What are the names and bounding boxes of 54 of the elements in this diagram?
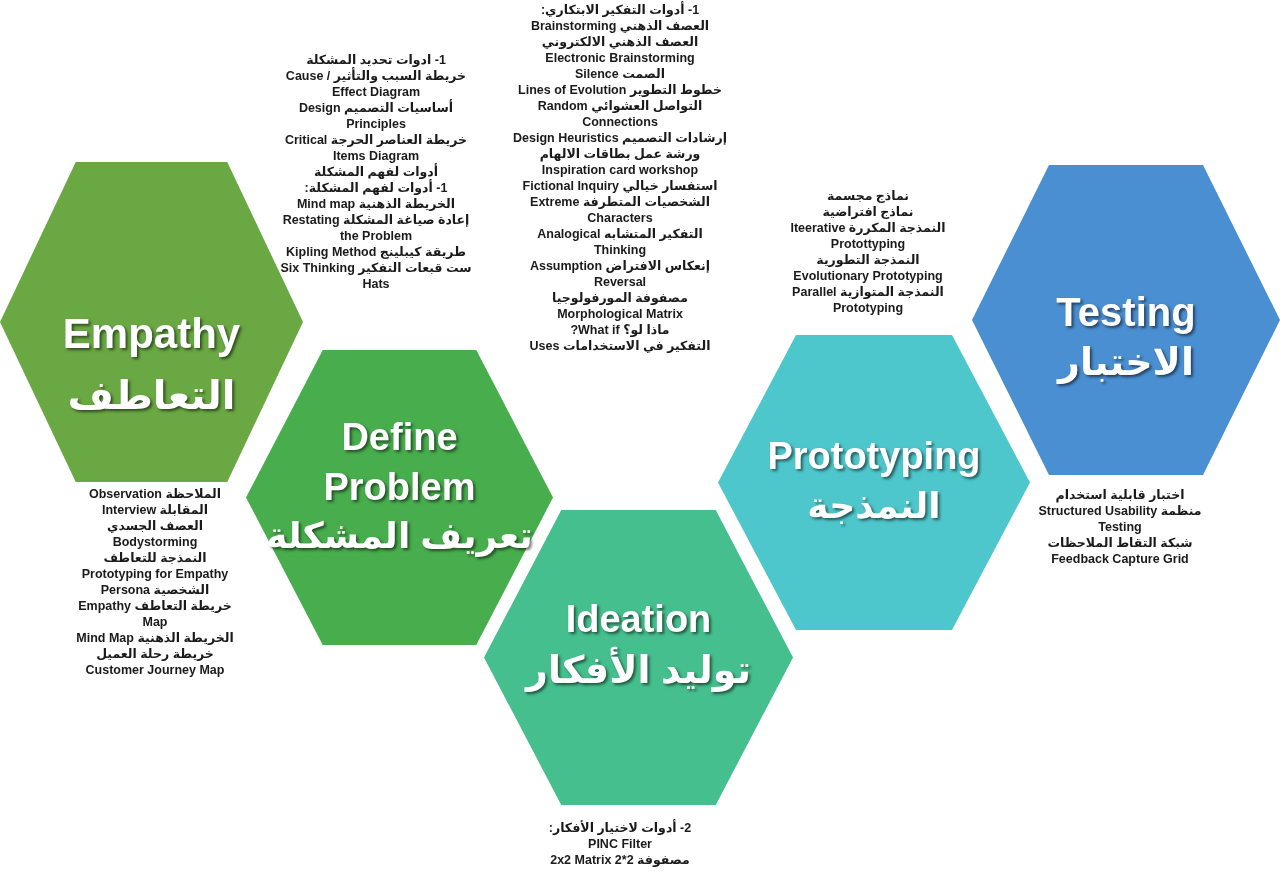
list-item: إعادة صياغة المشكلة Restating the Problem <box>281 212 471 244</box>
list-item: نماذج مجسمة <box>825 188 911 204</box>
list-item: اختبار قابلية استخدام منظمة Structured Usability Testing <box>1037 487 1203 535</box>
list-item: الخريطة الذهنية Mind map <box>295 196 457 212</box>
list-item: إرشادات التصميم Design Heuristics <box>512 130 728 146</box>
hexagon-title: Testing <box>1055 290 1197 335</box>
hexagon-title: Define Problem <box>322 415 477 510</box>
list-item: 1- أدوات لفهم المشكلة: <box>303 180 449 196</box>
hexagon-title: تعريف المشكلة <box>265 515 534 557</box>
hexagon-title: التعاطف <box>66 372 237 418</box>
list-item: النمذجة المكررة Iteerative Protottyping <box>789 220 947 252</box>
hexagon-title: Prototyping <box>766 435 982 478</box>
list-item: PINC Filter <box>587 836 653 852</box>
list-item: خريطة التعاطف Empathy Map <box>77 598 233 630</box>
list-item: التفكير المتشابه Analogical Thinking <box>536 226 704 258</box>
list-item: خطوط التطوير Lines of Evolution <box>517 82 723 98</box>
list-item: النمذجة التطورية <box>815 252 921 268</box>
list-item: الخريطة الذهنية Mind Map <box>75 630 235 646</box>
list-item: الصمت Silence <box>573 66 667 82</box>
list-item: العصف الذهني Brainstorming <box>529 18 711 34</box>
list-item: العصف الجسدي Bodystorming <box>105 518 205 550</box>
list-item: النمذجة للتعاطف Prototyping for Empathy <box>80 550 230 582</box>
list-item: إنعكاس الافتراض Assumption Reversal <box>528 258 712 290</box>
list-item: نماذج افتراضية <box>821 204 915 220</box>
list-item: خريطة السبب والتأثير Cause / Effect Diagram <box>284 68 468 99</box>
list-item: ست قبعات التفكير Six Thinking Hats <box>279 260 473 292</box>
list-item: شبكة التقاط الملاحظات Feedback Capture Grid <box>1046 535 1194 567</box>
list-item: أدوات لفهم المشكلة <box>312 164 439 179</box>
list-item: الملاحظة Observation <box>88 486 222 502</box>
hexagon-title: الاختبار <box>1055 340 1195 384</box>
list-item: مصفوفة 2*2 2x2 Matrix <box>549 852 691 868</box>
list-item: ماذا لو؟ What if? <box>569 322 671 338</box>
list-item: خريطة العناصر الحرجة Critical Items Diagram <box>283 132 469 163</box>
list-item: التواصل العشوائي Random Connections <box>536 98 704 130</box>
hexagon-title: توليد الأفكار <box>484 648 793 692</box>
list-item: الشخصيات المتطرفة Extreme Characters <box>529 194 711 226</box>
list-item: الشخصية Persona <box>99 582 211 598</box>
list-item: خريطة رحلة العميل Customer Journey Map <box>84 646 226 678</box>
list-item: ورشة عمل بطاقات الالهام Inspiration card workshop <box>538 146 702 178</box>
list-item: العصف الذهني الالكتروني Electronic Brainstorming <box>540 34 700 66</box>
list-item: النمذجة المتوازية Parallel Prototyping <box>791 284 945 316</box>
list-item: 1- ادوات تحديد المشكلة <box>305 52 447 67</box>
list-item: طريقة كيبلينج Kipling Method <box>285 244 467 260</box>
list-item: أساسيات التصميم Design Principles <box>297 100 455 132</box>
hexagon-title: Empathy <box>61 310 242 358</box>
list-item: مصفوفة المورفولوجيا Morphological Matrix <box>551 290 689 322</box>
list-item: Evolutionary Prototyping <box>792 268 944 284</box>
list-item: التفكير في الاستخدامات Uses <box>528 338 712 354</box>
list-item: 1- أدوات التفكير الابتكاري: <box>539 2 701 18</box>
list-item: استفسار خيالي Fictional Inquiry <box>521 178 719 194</box>
list-item: المقابلة Interview <box>100 502 210 518</box>
hexagon-title: Ideation <box>564 598 713 641</box>
hexagon-title: النمذجة <box>806 485 942 527</box>
list-item: 2- أدوات لاختيار الأفكار: <box>547 820 693 836</box>
